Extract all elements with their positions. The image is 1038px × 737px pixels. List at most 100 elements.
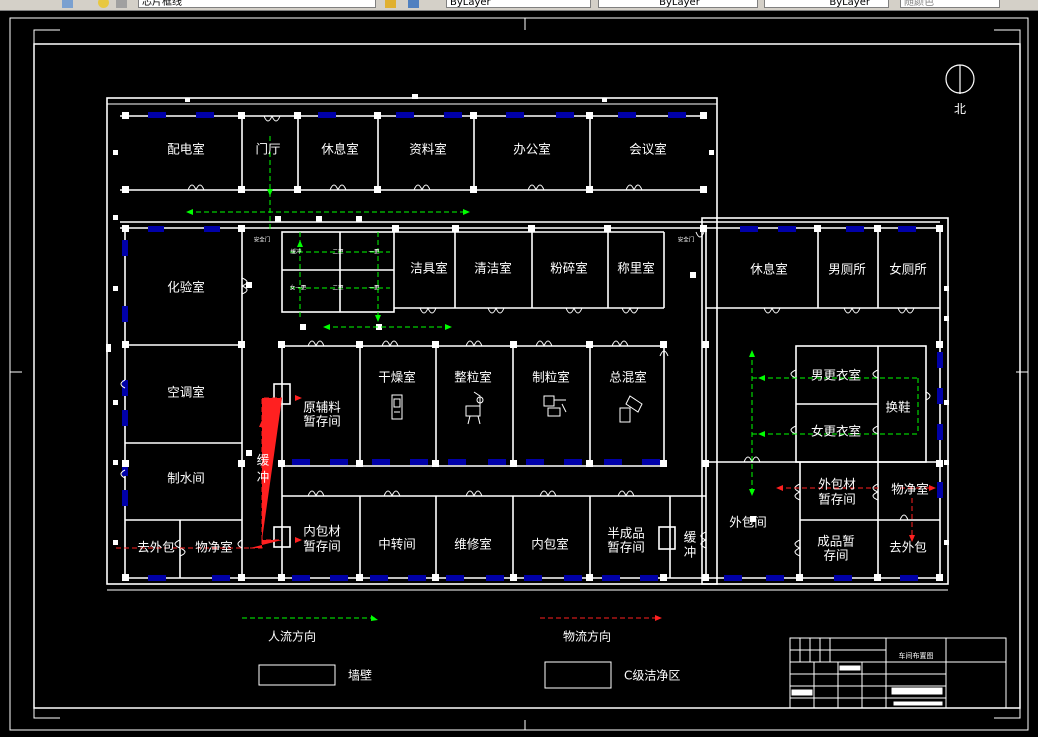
room-huanxie: 换鞋 bbox=[885, 400, 911, 415]
drawing-canvas[interactable]: 北 bbox=[0, 10, 1038, 737]
room-neibaocai-l2: 暂存间 bbox=[303, 539, 341, 554]
people-flow-arrows bbox=[186, 136, 919, 621]
room-huanchong1-l1: 缓 bbox=[257, 453, 270, 468]
linetype-control-value: ByLayer bbox=[659, 0, 700, 8]
room-banchengpin-l1: 半成品 bbox=[607, 526, 645, 541]
legend-wall-label: 墙壁 bbox=[348, 668, 372, 683]
room-zhili: 制粒室 bbox=[532, 370, 570, 385]
room-chengliang: 称里室 bbox=[617, 261, 655, 276]
color-control[interactable]: ByLayer bbox=[446, 0, 591, 8]
room-yuanfuliao-l2: 暂存间 bbox=[303, 414, 341, 429]
frame-corner-tl bbox=[33, 29, 60, 60]
room-jieju: 洁具室 bbox=[410, 261, 448, 276]
label-airlock-e: 二更 bbox=[332, 285, 344, 292]
room-zonghun: 总混室 bbox=[609, 370, 647, 385]
label-airlock-f: 一更 bbox=[368, 285, 380, 292]
wall-outline-main bbox=[106, 97, 718, 585]
room-nvgengyi: 女更衣室 bbox=[811, 424, 861, 439]
plotstyle-control[interactable]: 随颜色 bbox=[900, 0, 1000, 8]
room-neibaocai-l1: 内包材 bbox=[303, 524, 341, 539]
windows bbox=[122, 112, 943, 581]
legend-wall-swatch bbox=[258, 664, 336, 686]
material-flow-heads bbox=[259, 395, 936, 621]
lineweight-control[interactable]: ByLayer bbox=[764, 0, 889, 8]
two-line-room-labels: 原辅料 暂存间 内包材 暂存间 半成品 暂存间 外包材 暂存间 成品暂 存间 缓… bbox=[257, 400, 856, 563]
room-chengpin-l2: 存间 bbox=[823, 548, 848, 563]
room-huanchong2-l1: 缓 bbox=[684, 530, 697, 545]
make-current-icon[interactable] bbox=[385, 0, 396, 8]
material-flow-raw bbox=[261, 397, 282, 540]
room-waibaocai-l2: 暂存间 bbox=[818, 492, 856, 507]
room-zhongzhuan: 中转间 bbox=[378, 537, 416, 552]
room-bangong: 办公室 bbox=[513, 142, 551, 157]
pass-box-3 bbox=[658, 526, 676, 550]
wet-granulator-icon bbox=[543, 395, 567, 417]
room-waibaojian: 外包间 bbox=[729, 515, 767, 530]
north-arrow: 北 bbox=[945, 64, 975, 116]
room-kongtiao: 空调室 bbox=[167, 385, 205, 400]
frame-corner-tr bbox=[994, 29, 1021, 60]
legend: 人流方向 物流方向 墙壁 C级洁净区 bbox=[258, 629, 680, 689]
room-neibao: 内包室 bbox=[531, 537, 569, 552]
room-wujing1: 物净室 bbox=[195, 540, 233, 555]
label-anquanmen2: 安全门 bbox=[678, 236, 695, 244]
lineweight-control-value: ByLayer bbox=[829, 0, 870, 8]
room-huanchong1-l2: 冲 bbox=[257, 470, 270, 485]
room-qu-waibao2: 去外包 bbox=[889, 540, 927, 555]
room-yuanfuliao-l1: 原辅料 bbox=[303, 400, 341, 415]
pass-box-2 bbox=[273, 526, 291, 548]
room-ziliao: 资料室 bbox=[409, 142, 447, 157]
room-waibaocai-l1: 外包材 bbox=[818, 477, 856, 492]
title-block: 车间布置图 bbox=[789, 637, 1007, 709]
cad-toolbar: 芯片框线 ByLayer ByLayer ByLayer 随颜色 bbox=[0, 0, 1038, 11]
material-flow-pack bbox=[250, 539, 282, 549]
layer-dropdown[interactable]: 芯片框线 bbox=[138, 0, 376, 8]
equipment-icons bbox=[391, 391, 643, 425]
room-huayan: 化验室 bbox=[167, 280, 205, 295]
north-label: 北 bbox=[954, 102, 966, 116]
room-qingjie: 清洁室 bbox=[474, 261, 512, 276]
small-labels: 安全门 安全门 缓冲 二更 一更 女一更 二更 一更 bbox=[254, 236, 695, 292]
room-labels: 配电室 门厅 休息室 资料室 办公室 会议室 化验室 洁具室 清洁室 粉碎室 称… bbox=[137, 142, 929, 555]
room-chengpin-l1: 成品暂 bbox=[817, 534, 855, 549]
room-huanchong2-l2: 冲 bbox=[684, 545, 697, 560]
room-xiuxi2: 休息室 bbox=[750, 262, 788, 277]
room-fensui: 粉碎室 bbox=[550, 261, 588, 276]
room-huiyi: 会议室 bbox=[629, 142, 667, 157]
material-flow-arrows bbox=[116, 395, 936, 621]
plotstyle-control-value: 随颜色 bbox=[904, 0, 934, 8]
title-block-frame bbox=[789, 637, 1007, 709]
label-airlock-c: 一更 bbox=[368, 249, 380, 256]
lock-icon[interactable] bbox=[116, 0, 127, 8]
color-control-value: ByLayer bbox=[450, 0, 491, 8]
label-airlock-a: 缓冲 bbox=[290, 248, 302, 256]
label-anquanmen1: 安全门 bbox=[254, 236, 271, 244]
inner-frame bbox=[33, 43, 1021, 709]
sun-icon[interactable] bbox=[98, 0, 109, 8]
layer-previous-icon[interactable] bbox=[408, 0, 419, 8]
granulator-icon bbox=[465, 391, 484, 425]
frame-corner-br bbox=[994, 692, 1021, 719]
room-nangengyi: 男更衣室 bbox=[811, 368, 861, 383]
room-nvcesuo: 女厕所 bbox=[889, 262, 927, 277]
building-walls bbox=[106, 97, 949, 591]
drawing-frames bbox=[9, 17, 1029, 731]
legend-clean-swatch bbox=[544, 661, 612, 689]
legend-people-flow-label: 人流方向 bbox=[268, 629, 316, 644]
room-zhengli: 整粒室 bbox=[454, 370, 492, 385]
label-airlock-d: 女一更 bbox=[290, 284, 307, 292]
mixer-icon bbox=[619, 395, 643, 423]
room-wujing2: 物净室 bbox=[891, 482, 929, 497]
title-block-title: 车间布置图 bbox=[899, 651, 934, 660]
room-peidian: 配电室 bbox=[167, 142, 205, 157]
room-xiuxi1: 休息室 bbox=[321, 142, 359, 157]
frame-corner-bl bbox=[33, 692, 60, 719]
dryer-icon bbox=[391, 394, 403, 420]
linetype-control[interactable]: ByLayer bbox=[598, 0, 758, 8]
layer-state-icon[interactable] bbox=[62, 0, 73, 8]
room-qu-waibao1: 去外包 bbox=[137, 540, 175, 555]
room-nancesuo: 男厕所 bbox=[828, 262, 866, 277]
room-banchengpin-l2: 暂存间 bbox=[607, 540, 645, 555]
airlock-block bbox=[281, 231, 395, 313]
outer-frame bbox=[9, 17, 1029, 731]
